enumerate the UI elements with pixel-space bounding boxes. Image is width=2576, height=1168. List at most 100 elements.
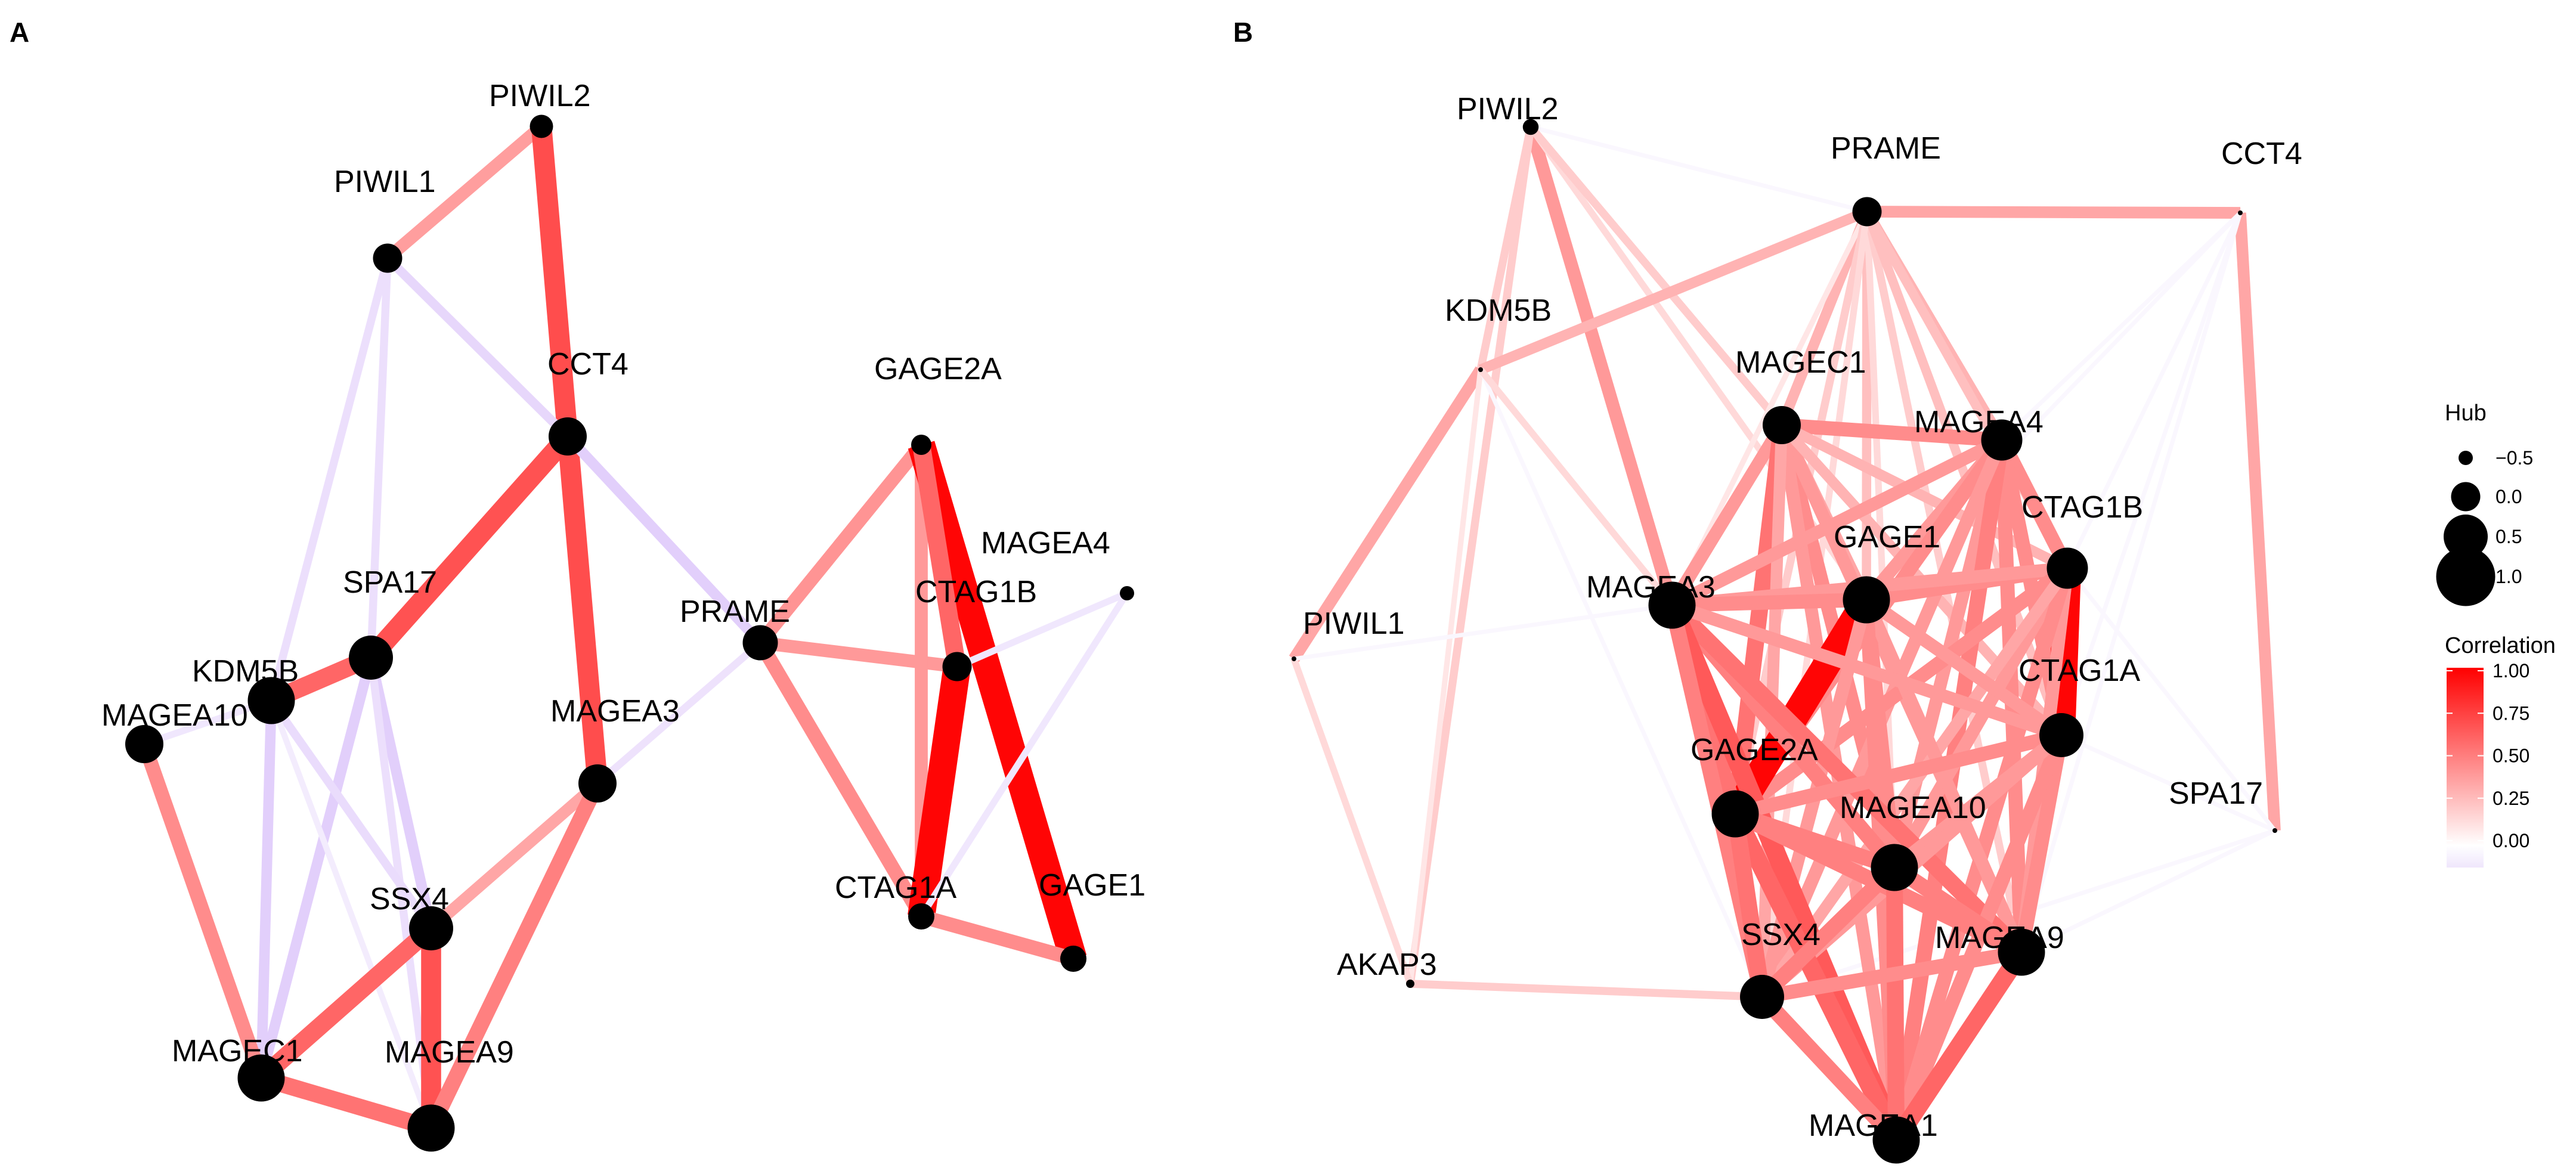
correlation-legend-label: 1.00 — [2493, 660, 2529, 681]
edge-prame-ctag1a — [754, 639, 928, 921]
node-label-magea9: MAGEA9 — [1935, 921, 2064, 955]
edge-prame-kdm5b — [1478, 206, 1869, 375]
edge-cct4-prame — [564, 432, 764, 647]
node-magea4 — [1981, 419, 2023, 461]
node-label-cct4: CCT4 — [547, 347, 628, 382]
node-label-gage2a: GAGE2A — [874, 352, 1002, 386]
edge-piwil2-magea3 — [1524, 125, 1679, 608]
node-magec1 — [237, 1054, 285, 1102]
edge-magea4-magea3 — [1669, 434, 2005, 611]
edge-magea3-prame — [595, 640, 763, 786]
node-piwil1 — [1292, 656, 1296, 661]
hub-legend-label: 1.0 — [2496, 566, 2522, 587]
node-label-piwil2: PIWIL2 — [489, 79, 591, 113]
edge-magea9-magea1 — [1888, 947, 2029, 1145]
edge-magec1-ssx4 — [255, 921, 437, 1085]
node-magea3 — [1648, 581, 1696, 629]
node-label-piwil2: PIWIL2 — [1457, 92, 1559, 126]
correlation-colorbar — [2447, 668, 2484, 868]
edge-spa17-magea9 — [367, 657, 435, 1129]
edge-kdm5b-ssx4 — [1478, 368, 1764, 998]
node-label-piwil1: PIWIL1 — [1303, 606, 1405, 641]
edge-magea4-ctag1a — [918, 591, 1130, 919]
node-ctag1a — [908, 903, 934, 930]
edge-spa17-magea9 — [2020, 828, 2276, 955]
correlation-legend-title: Correlation — [2445, 633, 2556, 658]
node-magea9 — [407, 1104, 455, 1152]
edge-gage2a-magea1 — [1727, 810, 1905, 1144]
edge-piwil2-prame — [1530, 125, 1868, 214]
node-label-ctag1a: CTAG1A — [835, 870, 957, 905]
edge-magea3-magea9 — [1666, 599, 2027, 958]
edge-ssx4-magea3 — [427, 779, 602, 933]
edge-gage2a-ctag1b — [912, 443, 966, 668]
hub-legend-items: −0.5 0.0 0.5 1.0 — [2436, 447, 2533, 606]
edge-ctag1b-ctag1a — [908, 664, 971, 919]
correlation-legend-label: 0.75 — [2493, 702, 2529, 724]
node-label-kdm5b: KDM5B — [192, 654, 299, 689]
correlation-legend-label: 0.00 — [2493, 830, 2529, 851]
node-ssx4 — [409, 906, 453, 950]
edge-ctag1b-magea4 — [955, 590, 1129, 670]
node-label-cct4: CCT4 — [2221, 137, 2302, 171]
edge-ctag1a-magea9 — [2014, 733, 2069, 954]
edge-magea10-magec1 — [137, 742, 268, 1080]
node-piwil1 — [373, 243, 402, 273]
edge-gage2a-gage1 — [908, 441, 1087, 963]
node-label-kdm5b: KDM5B — [1445, 293, 1552, 328]
hub-legend-title: Hub — [2445, 401, 2487, 426]
node-label-ctag1b: CTAG1B — [915, 575, 1037, 609]
edge-piwil1-spa17 — [367, 258, 392, 658]
edges-panel-a — [137, 122, 1130, 1136]
edge-spa17-ssx4 — [366, 656, 436, 930]
edge-ctag1a-gage1 — [919, 909, 1076, 966]
hub-legend-label: 0.5 — [2496, 526, 2522, 547]
node-label-spa17: SPA17 — [2169, 776, 2263, 811]
panel-label-a: A — [10, 17, 29, 48]
hub-legend-dot — [2459, 451, 2473, 465]
edge-piwil2-magec1 — [1527, 124, 1785, 428]
edge-piwil1-kdm5b — [267, 257, 392, 702]
edge-magec1-magea3 — [1666, 422, 1788, 609]
edge-magec1-magea9 — [259, 1070, 434, 1136]
node-label-magea1: MAGEA1 — [1809, 1108, 1938, 1143]
hub-legend-label: 0.0 — [2496, 486, 2522, 507]
edge-piwil1-cct4 — [384, 255, 571, 440]
node-label-magec1: MAGEC1 — [172, 1034, 303, 1068]
node-magec1 — [1763, 406, 1801, 444]
node-label-akap3: AKAP3 — [1337, 947, 1437, 982]
hub-legend-dot — [2444, 515, 2488, 559]
edge-kdm5b-magea9 — [268, 699, 434, 1129]
edge-gage1-ctag1a — [1862, 594, 2066, 741]
node-label-magea9: MAGEA9 — [385, 1035, 514, 1070]
edge-prame-ctag1a — [1862, 210, 2066, 737]
edge-magea10-ssx4 — [1756, 862, 1900, 1003]
edge-gage2a-ssx4 — [1727, 812, 1770, 999]
node-ssx4 — [1740, 975, 1784, 1019]
node-label-magea3: MAGEA3 — [1586, 570, 1716, 605]
edge-spa17-magec1 — [256, 656, 376, 1080]
node-magea3 — [578, 764, 617, 803]
node-label-ctag1a: CTAG1A — [2018, 653, 2141, 688]
edge-ssx4-magea1 — [1756, 992, 1902, 1145]
edge-piwil1-akap3 — [1290, 658, 1414, 985]
edge-cct4-ctag1a — [2059, 212, 2243, 736]
hub-legend-label: −0.5 — [2496, 447, 2533, 469]
edge-magea10-magea1 — [1885, 867, 1905, 1141]
edge-piwil1-piwil2 — [383, 122, 546, 263]
edge-kdm5b-akap3 — [1407, 369, 1484, 984]
edge-prame-magec1 — [1776, 209, 1872, 427]
edge-gage1-magea3 — [1671, 593, 1867, 612]
node-gage2a — [911, 435, 931, 455]
edge-magec1-magea4 — [1781, 418, 2002, 447]
legend: Hub −0.5 0.0 0.5 1.0 Correlation 1.00 0.75 0.… — [2436, 401, 2556, 868]
edges-panel-b — [1289, 124, 2281, 1145]
correlation-legend-ticks: 1.000.750.500.250.00 — [2447, 660, 2529, 851]
node-label-gage1: GAGE1 — [1834, 520, 1940, 554]
node-prame — [742, 625, 778, 661]
node-cct4 — [549, 417, 587, 456]
node-gage2a — [1711, 790, 1759, 838]
edge-magea10-magea9 — [1890, 861, 2026, 959]
